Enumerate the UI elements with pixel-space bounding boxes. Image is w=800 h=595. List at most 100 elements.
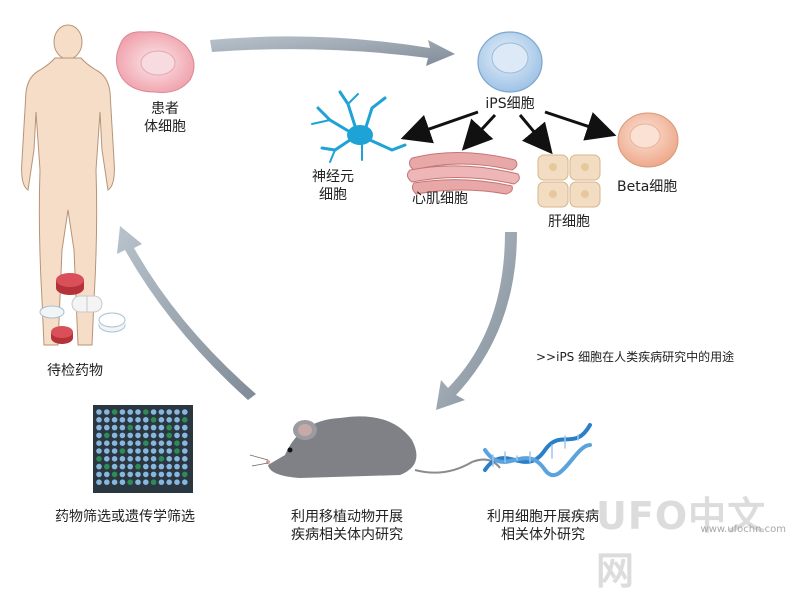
plate-well bbox=[135, 440, 141, 447]
plate-well bbox=[174, 409, 180, 415]
arrow-ips-to-cardio bbox=[461, 113, 497, 151]
plate-well bbox=[158, 471, 165, 478]
plate-well bbox=[119, 456, 126, 462]
plate-well bbox=[150, 479, 157, 486]
plate-well bbox=[182, 456, 188, 462]
plate-well bbox=[166, 471, 172, 478]
plate-well bbox=[119, 417, 126, 423]
plate-well bbox=[166, 448, 172, 454]
plate-well bbox=[158, 479, 165, 486]
plate-well bbox=[182, 440, 188, 447]
plate-well bbox=[104, 440, 110, 447]
plate-well bbox=[166, 409, 172, 415]
plate-well bbox=[135, 424, 141, 431]
plate-well bbox=[174, 432, 180, 439]
plate-well bbox=[143, 432, 149, 439]
label-in-vitro: 利用细胞开展疾病 相关体外研究 bbox=[468, 508, 618, 544]
plate-well bbox=[111, 479, 118, 486]
plate-well bbox=[143, 409, 149, 415]
plate-well bbox=[135, 409, 141, 415]
plate-well bbox=[174, 456, 180, 462]
label-patient-cells-line1: 患者 bbox=[151, 101, 179, 117]
label-in-vivo: 利用移植动物开展 疾病相关体内研究 bbox=[262, 508, 432, 544]
label-hepatocyte: 肝细胞 bbox=[548, 214, 590, 230]
plate-well bbox=[143, 463, 149, 470]
plate-well bbox=[182, 424, 188, 431]
hepatocyte-icon bbox=[537, 154, 601, 208]
cardiomyocyte-icon bbox=[406, 151, 520, 195]
plate-well bbox=[182, 479, 188, 486]
plate-well bbox=[143, 424, 149, 431]
plate-well bbox=[119, 409, 126, 415]
plate-well bbox=[174, 448, 180, 454]
plate-well bbox=[150, 432, 157, 439]
plate-well bbox=[104, 409, 110, 415]
arrow-ips-to-beta bbox=[544, 110, 617, 141]
plate-well bbox=[143, 440, 149, 447]
plate-well bbox=[174, 471, 180, 478]
plate-well bbox=[143, 479, 149, 486]
plate-well bbox=[96, 424, 102, 431]
label-patient-cells-line2: 体细胞 bbox=[144, 119, 186, 135]
plate-well bbox=[111, 424, 118, 431]
plate-well bbox=[127, 471, 133, 478]
arrow-patient-to-ips bbox=[210, 36, 455, 66]
label-patient-cells: 患者 体细胞 bbox=[130, 100, 200, 136]
ips-cell-nucleus-icon bbox=[491, 42, 529, 74]
plate-well bbox=[104, 448, 110, 454]
plate-well bbox=[104, 479, 110, 486]
plate-well bbox=[104, 424, 110, 431]
plate-well bbox=[135, 479, 141, 486]
dna-helix-icon bbox=[483, 423, 592, 478]
plate-well bbox=[182, 432, 188, 439]
plate-well bbox=[135, 463, 141, 470]
plate-well bbox=[127, 440, 133, 447]
plate-well bbox=[127, 417, 133, 423]
plate-well bbox=[166, 424, 172, 431]
plate-well bbox=[150, 448, 157, 454]
plate-well bbox=[111, 456, 118, 462]
plate-well bbox=[182, 448, 188, 454]
plate-well bbox=[166, 479, 172, 486]
label-in-vitro-line1: 利用细胞开展疾病 bbox=[487, 509, 599, 525]
label-in-vivo-line1: 利用移植动物开展 bbox=[291, 509, 403, 525]
plate-well bbox=[135, 471, 141, 478]
plate-well bbox=[119, 440, 126, 447]
plate-well bbox=[182, 409, 188, 415]
label-in-vivo-line2: 疾病相关体内研究 bbox=[291, 527, 403, 543]
plate-well bbox=[158, 424, 165, 431]
label-neuron-line1: 神经元 bbox=[312, 169, 354, 185]
plate-well bbox=[119, 424, 126, 431]
plate-well bbox=[104, 432, 110, 439]
plate-well bbox=[111, 417, 118, 423]
plate-well bbox=[111, 432, 118, 439]
plate-well bbox=[96, 448, 102, 454]
somatic-cell-nucleus-icon bbox=[140, 50, 176, 76]
plate-well bbox=[127, 463, 133, 470]
plate-well bbox=[174, 479, 180, 486]
plate-well bbox=[158, 463, 165, 470]
plate-well bbox=[96, 463, 102, 470]
plate-well bbox=[127, 424, 133, 431]
plate-well bbox=[104, 456, 110, 462]
beta-cell-nucleus-icon bbox=[629, 123, 661, 149]
plate-well bbox=[127, 456, 133, 462]
plate-well bbox=[143, 417, 149, 423]
plate-well bbox=[119, 479, 126, 486]
plate-well bbox=[150, 456, 157, 462]
plate-well bbox=[135, 448, 141, 454]
plate-well bbox=[150, 463, 157, 470]
plate-well bbox=[150, 417, 157, 423]
figure-caption: >>iPS 细胞在人类疾病研究中的用途 bbox=[536, 350, 735, 364]
plate-well bbox=[182, 471, 188, 478]
watermark-logo: UFO中文网 www.ufochn.com bbox=[590, 489, 790, 593]
arrow-ips-to-liver bbox=[518, 114, 553, 155]
plate-well bbox=[104, 417, 110, 423]
plate-well bbox=[127, 432, 133, 439]
label-screening: 药物筛选或遗传学筛选 bbox=[55, 509, 195, 525]
arrow-screening-to-patient bbox=[117, 226, 256, 400]
plate-well bbox=[127, 479, 133, 486]
plate-well bbox=[158, 432, 165, 439]
label-neuron: 神经元 细胞 bbox=[303, 168, 363, 204]
plate-well bbox=[143, 471, 149, 478]
